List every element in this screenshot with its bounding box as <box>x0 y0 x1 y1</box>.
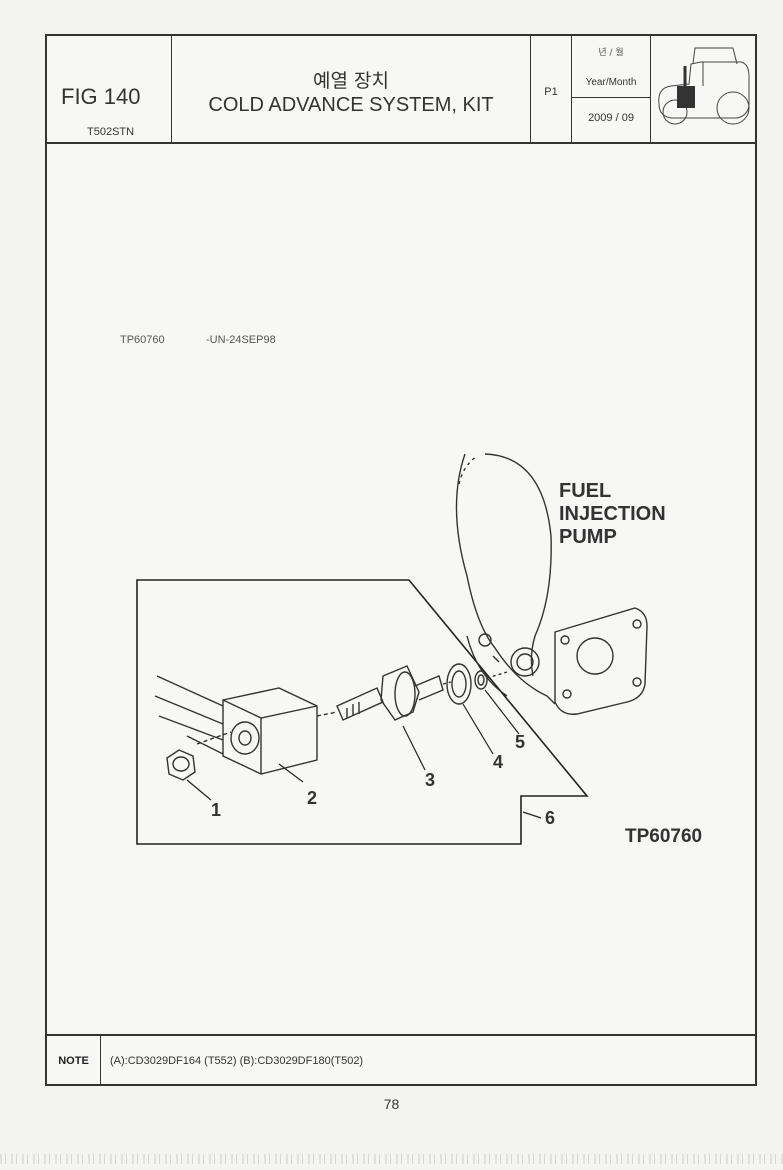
callout-6: 6 <box>545 808 556 828</box>
note-text: (A):CD3029DF164 (T552) (B):CD3029DF180(T… <box>110 1055 364 1067</box>
component-label-line-1: FUEL <box>559 480 612 502</box>
fuel-injection-pump-label: FUEL INJECTION PUMP <box>559 480 666 549</box>
component-label-line-3: PUMP <box>559 526 617 548</box>
page-frame: FIG 140 T502STN 예열 장치 COLD ADVANCE SYSTE… <box>45 34 757 1086</box>
title-cell: 예열 장치 COLD ADVANCE SYSTEM, KIT <box>172 36 531 142</box>
callout-3: 3 <box>425 770 436 790</box>
tractor-icon <box>658 47 750 125</box>
page-code: P1 <box>544 86 558 98</box>
date-cell: 년 / 월 Year/Month 2009 / 09 <box>572 36 651 142</box>
part-4-seal-ring <box>446 663 472 705</box>
title-korean: 예열 장치 <box>313 70 389 92</box>
model-code: T502STN <box>87 126 135 138</box>
date-value: 2009 / 09 <box>588 112 634 124</box>
part-2-housing <box>154 675 318 775</box>
fig-label: FIG 140 <box>61 84 141 109</box>
callout-4: 4 <box>493 752 504 772</box>
reference-code: TP60760 <box>120 334 165 346</box>
callout-2: 2 <box>307 788 318 808</box>
header-table: FIG 140 T502STN 예열 장치 COLD ADVANCE SYSTE… <box>47 36 755 144</box>
part-3-valve <box>316 665 452 721</box>
thumbnail-cell <box>651 36 757 142</box>
note-label: NOTE <box>47 1036 101 1086</box>
part-5-washer <box>474 670 508 690</box>
date-label: Year/Month <box>585 77 637 88</box>
date-divider <box>572 97 650 98</box>
title-english: COLD ADVANCE SYSTEM, KIT <box>208 94 494 116</box>
component-label-line-2: INJECTION <box>559 503 666 525</box>
figure-code: TP60760 <box>625 826 703 847</box>
exploded-parts-diagram <box>136 453 648 845</box>
callout-leaders <box>186 689 542 819</box>
reference-suffix: -UN-24SEP98 <box>206 334 276 346</box>
date-header-korean: 년 / 월 <box>598 48 624 58</box>
note-row: NOTE (A):CD3029DF164 (T552) (B):CD3029DF… <box>47 1034 755 1086</box>
callout-5: 5 <box>515 732 526 752</box>
fig-cell: FIG 140 T502STN <box>47 36 172 142</box>
page-code-cell: P1 <box>531 36 572 142</box>
part-1-nut <box>166 749 196 781</box>
callout-1: 1 <box>211 800 222 820</box>
kit-boundary <box>136 579 589 845</box>
scan-artifact-strip <box>0 1154 783 1164</box>
page-number: 78 <box>383 1096 400 1112</box>
